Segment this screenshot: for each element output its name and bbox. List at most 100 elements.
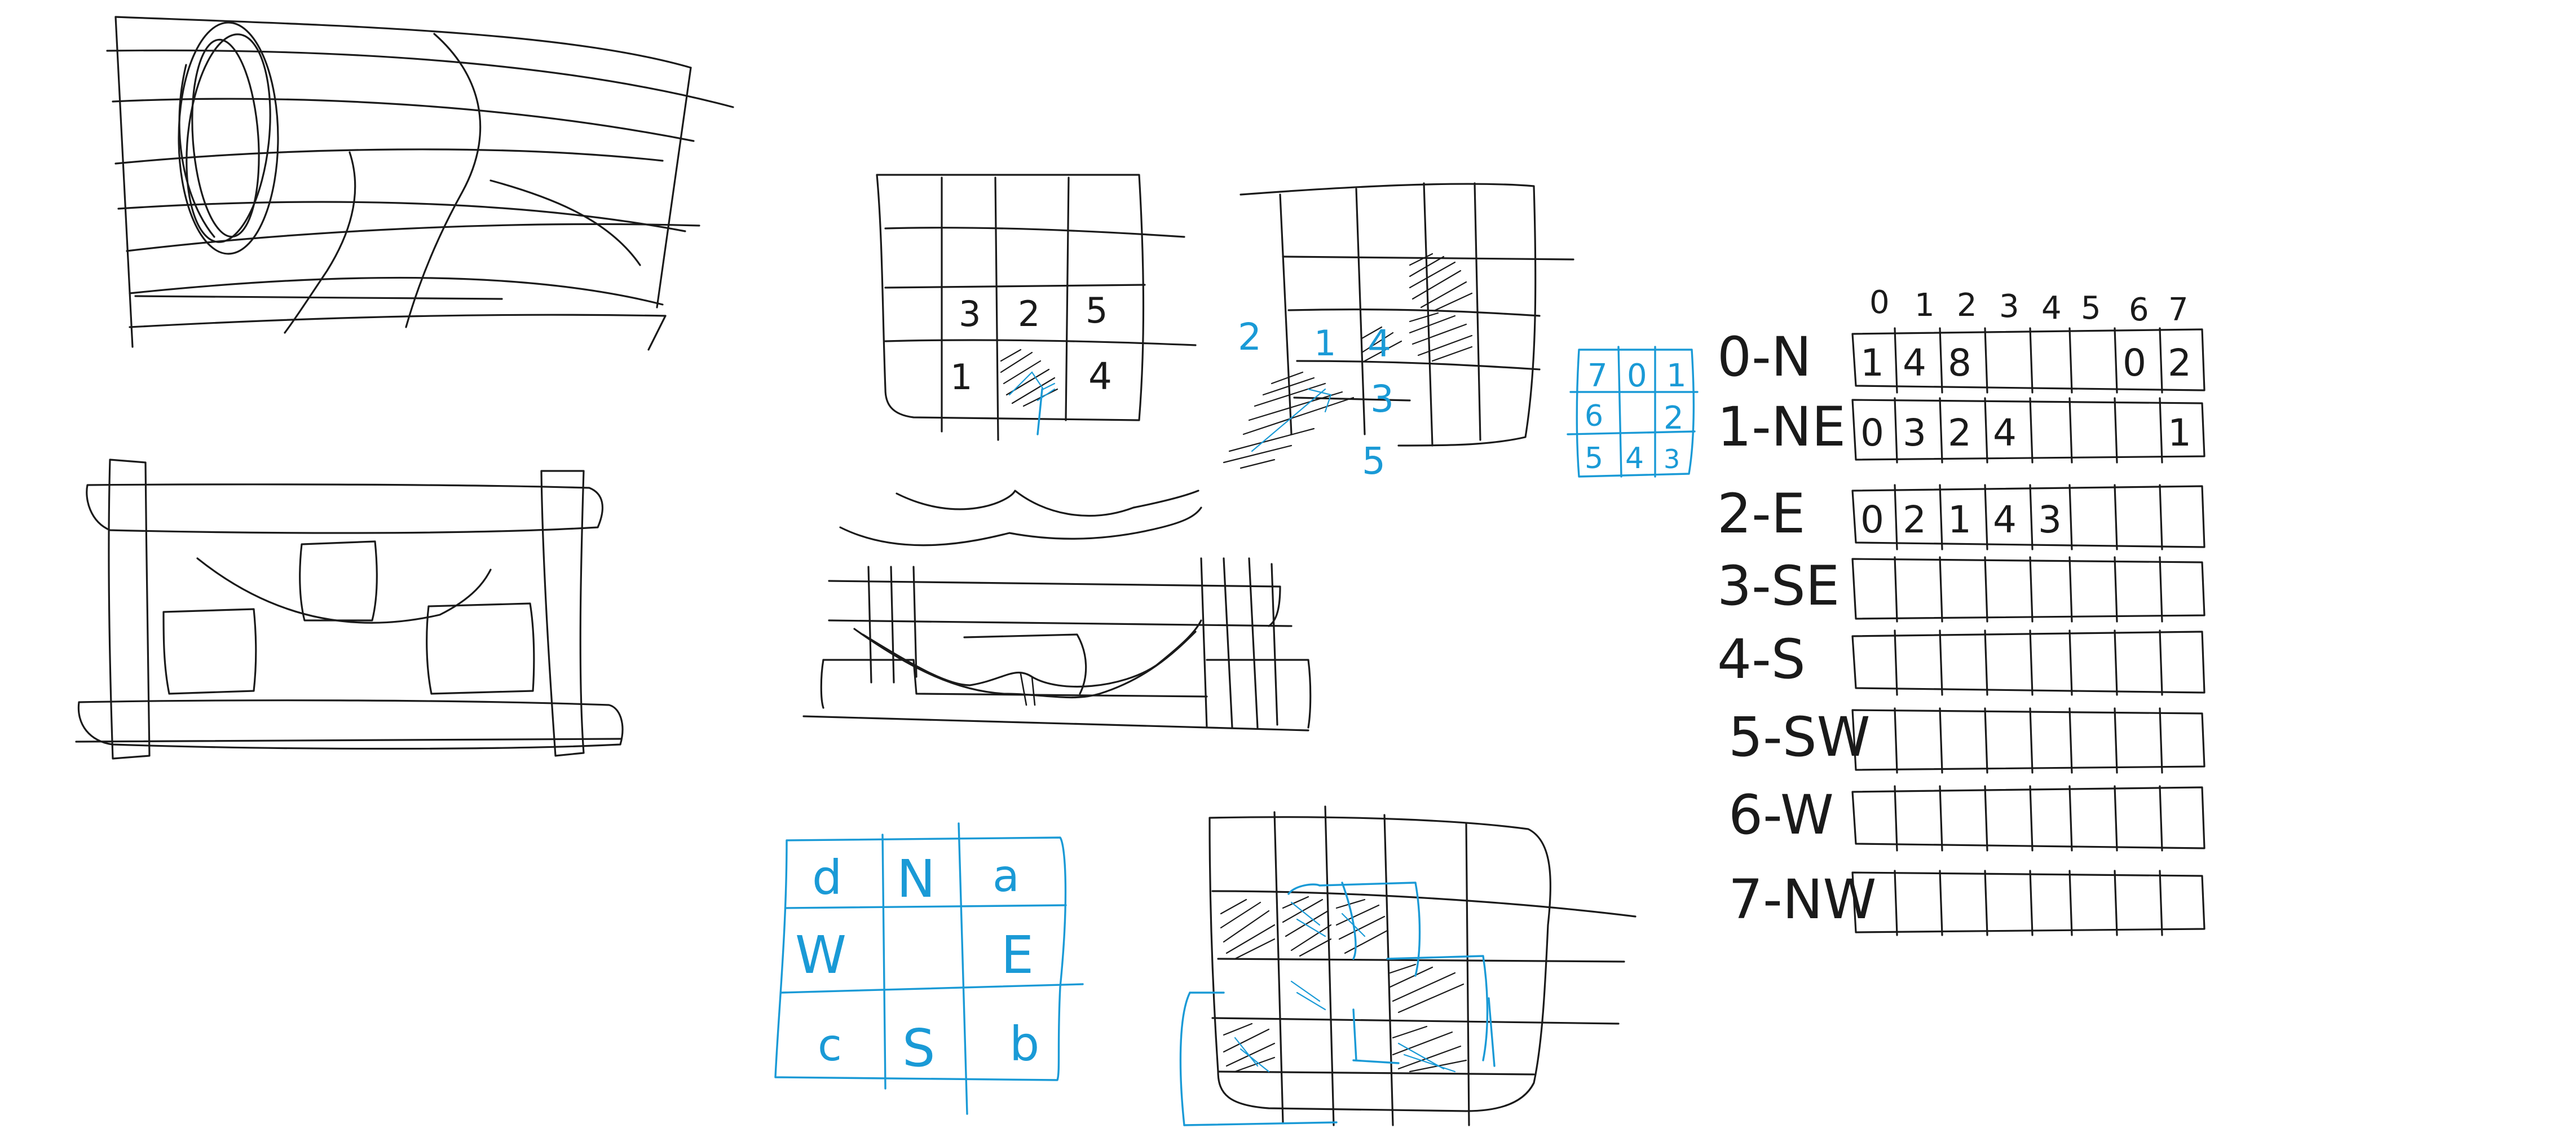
grid-c-shaded-cells [1220,896,1467,1073]
row-box [1851,786,2206,849]
cell-divider [2029,629,2034,696]
cell-divider [1939,397,1943,464]
cell-divider [2029,556,2034,623]
cell-divider [2114,327,2118,394]
table-cell: 1 [1860,341,1884,385]
grid-b-label-4: 4 [1368,322,1391,365]
row-box [1851,631,2206,694]
cell-divider [1894,397,1898,464]
cell-divider [2114,785,2118,852]
grid-b-label-2: 2 [1238,315,1261,359]
cell-divider [2159,707,2163,774]
table-row: 3-SE [1717,554,2206,623]
table-cell: 3 [1903,411,1926,455]
direction-key-0: 0 [1627,358,1647,394]
table-cell: 4 [1903,341,1926,385]
cell-divider [2029,707,2034,774]
grid-b-label-1: 1 [1314,323,1336,364]
row-label: 4-S [1717,628,1806,691]
column-header-0: 0 [1869,284,1890,321]
direction-key-2: 2 [1664,400,1684,437]
cell-divider [1939,785,1943,852]
trough-sketch [802,490,1312,732]
cell-divider [1984,629,1988,696]
table-cell: 0 [1860,411,1884,455]
cell-divider [2029,397,2034,464]
grid-a-cell-r3c3: 4 [1088,355,1112,398]
cell-divider [2068,397,2073,464]
direction-key-5: 5 [1585,442,1603,475]
cell-divider [2159,327,2163,394]
cell-divider [2159,397,2163,464]
column-header-4: 4 [2041,290,2062,327]
grid-a-cell-r3c0: 1 [950,356,972,398]
cell-divider [1894,556,1898,623]
cell-divider [1894,870,1898,936]
row-label: 6-W [1728,783,1834,847]
column-header-2: 2 [1957,287,1977,324]
wall-sketch-with-oval [106,16,734,351]
table-cell: 3 [2038,498,2062,541]
cell-divider [1894,707,1898,774]
row-label: 7-NW [1728,868,1876,931]
cell-divider [1939,484,1943,550]
cell-divider [1939,327,1943,394]
table-cell: 8 [1948,341,1971,385]
grid-c-hatched [1179,805,1637,1126]
grid-a-numbered: 3 2 5 1 4 [876,174,1197,441]
row-label: 3-SE [1717,554,1840,618]
column-header-5: 5 [2081,290,2101,327]
table-cell: 2 [2168,341,2191,385]
cell-divider [2068,484,2073,550]
table-cell: 0 [1860,498,1884,541]
row-label: 0-N [1717,325,1812,389]
row-box [1851,558,2206,620]
grid-a-cell-r2c1: 3 [959,293,981,334]
row-box [1851,871,2206,933]
grid-b-hatched: 2 1 4 3 5 [1223,182,1574,483]
cell-divider [2114,484,2118,550]
table-cell: 2 [1948,411,1971,455]
cell-divider [2029,484,2034,550]
direction-key-7: 7 [1587,358,1608,394]
grid-b-label-5: 5 [1362,439,1386,483]
direction-key-4: 4 [1625,442,1644,475]
cell-divider [2159,870,2163,936]
table-row: 6-W [1728,783,2206,852]
cell-divider [2029,870,2034,936]
table-row: 5-SW [1728,706,2206,774]
compass-grid: d N a W E c S b [774,822,1084,1115]
row-box [1851,709,2206,771]
cell-divider [1939,556,1943,623]
table-cell: 1 [1948,498,1971,541]
cell-divider [1984,707,1988,774]
grid-a-shaded-cell [1000,349,1058,407]
column-header-1: 1 [1915,287,1935,324]
cell-divider [2114,707,2118,774]
cell-divider [2159,556,2163,623]
cell-divider [1984,785,1988,852]
compass-cell-d: d [812,850,842,905]
direction-key-1: 1 [1666,358,1687,394]
cell-divider [2114,397,2118,464]
table-cell: 4 [1993,498,2017,541]
compass-cell-n: N [897,849,936,909]
cell-divider [2159,629,2163,696]
grid-a-cell-r2c3: 5 [1086,290,1108,331]
cell-divider [1894,785,1898,852]
row-box [1851,328,2206,391]
grid-b-label-3: 3 [1370,377,1394,421]
direction-key-3: 3 [1664,444,1680,474]
frame-sketch-three-boxes [75,459,624,760]
row-label: 2-E [1717,482,1805,545]
table-column-headers: 0 1 2 3 4 5 6 7 [1869,284,2189,328]
row-label: 1-NE [1717,395,1846,459]
cell-divider [1894,484,1898,550]
cell-divider [1984,484,1988,550]
cell-divider [2068,785,2073,852]
table-row: 4-S [1717,628,2206,696]
cell-divider [2068,707,2073,774]
